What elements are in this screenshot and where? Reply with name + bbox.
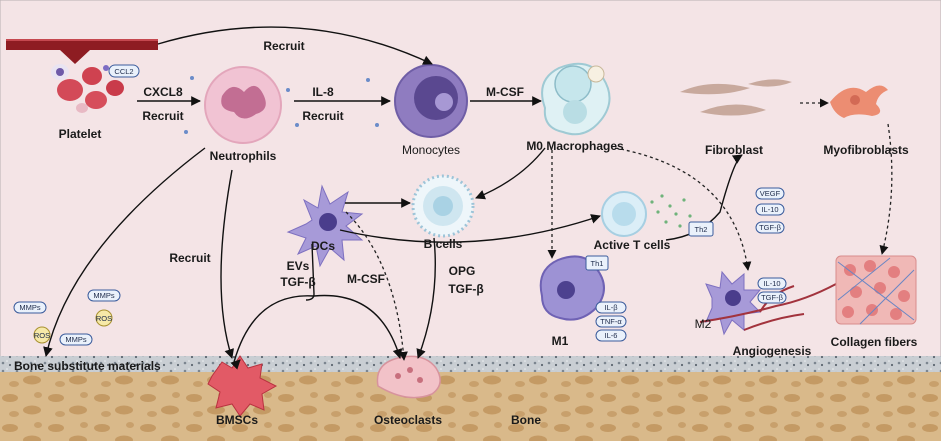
label-fibroblast: Fibroblast	[705, 143, 763, 157]
fib-tgfb-label: TGF-β	[759, 223, 781, 232]
myofibroblast-cell	[830, 85, 888, 118]
blood-vessel	[6, 39, 158, 64]
ros-1-label: ROS	[34, 331, 50, 340]
edge-recruit-il8: Recruit	[302, 109, 343, 123]
label-bmscs: BMSCs	[216, 413, 258, 427]
edge-mcsf-mid: M-CSF	[347, 272, 385, 286]
edge-opg: OPG	[449, 264, 476, 278]
osteoclast-cell	[376, 355, 441, 399]
m2-cytokines: IL-10 TGF-β	[757, 277, 787, 304]
label-bone: Bone	[511, 413, 541, 427]
label-collagen-fibers: Collagen fibers	[831, 335, 918, 349]
mmps-ros-group: MMPs MMPs MMPs ROS ROS	[13, 289, 121, 346]
monocyte-cell	[394, 64, 468, 138]
th2-label: Th2	[695, 225, 708, 234]
edge-il8: IL-8	[312, 85, 334, 99]
edge-recruit-cxcl8: Recruit	[142, 109, 183, 123]
active-t-cell	[601, 191, 692, 237]
pill-ccl2: CCL2	[108, 64, 140, 78]
m2-il10-label: IL-10	[763, 279, 780, 288]
fibroblast-cells	[680, 79, 792, 116]
edge-recruit-left: Recruit	[169, 251, 210, 265]
fib-vegf-label: VEGF	[760, 189, 781, 198]
arrows	[43, 26, 893, 370]
ccl2-label: CCL2	[114, 67, 133, 76]
label-m1: M1	[552, 334, 569, 348]
m1-il6-label: IL-6	[605, 331, 618, 340]
m2-tgfb-label: TGF-β	[761, 293, 783, 302]
dendritic-cell	[286, 184, 364, 268]
ros-2-label: ROS	[96, 314, 112, 323]
edge-recruit-top: Recruit	[263, 39, 304, 53]
bone-layer	[0, 372, 941, 441]
m1-cytokines: IL-β TNF-α IL-6	[595, 301, 627, 342]
label-platelet: Platelet	[59, 127, 102, 141]
pill-th1: Th1	[585, 255, 609, 271]
mmps-3-label: MMPs	[65, 335, 86, 344]
edge-cxcl8: CXCL8	[143, 85, 183, 99]
th1-label: Th1	[591, 259, 604, 268]
label-dcs: DCs	[311, 239, 335, 253]
m1-tnfa-label: TNF-α	[600, 317, 622, 326]
label-neutrophils: Neutrophils	[210, 149, 277, 163]
pill-th2: Th2	[688, 221, 714, 237]
label-b-cells: B cells	[424, 237, 463, 251]
label-active-t-cells: Active T cells	[594, 238, 671, 252]
mmps-2-label: MMPs	[93, 291, 114, 300]
label-myofibroblasts: Myofibroblasts	[823, 143, 909, 157]
edge-tgfb-evs: TGF-β	[280, 275, 315, 289]
m0-macrophage-cell	[541, 62, 611, 136]
label-bone-substitute-materials: Bone substitute materials	[14, 359, 161, 373]
b-cell	[411, 174, 475, 238]
label-monocytes: Monocytes	[402, 143, 460, 157]
fibroblast-cytokines: VEGF IL-10 TGF-β	[755, 187, 785, 234]
label-angiogenesis: Angiogenesis	[733, 344, 812, 358]
neutrophil-cell	[204, 66, 282, 144]
m1-il1b-label: IL-β	[604, 303, 618, 312]
label-m0-macrophages: M0 Macrophages	[526, 139, 624, 153]
label-m2: M2	[695, 317, 712, 331]
mmps-1-label: MMPs	[19, 303, 40, 312]
label-osteoclasts: Osteoclasts	[374, 413, 442, 427]
edge-tgfb-opg: TGF-β	[448, 282, 483, 296]
edge-evs: EVs	[287, 259, 310, 273]
fib-il10-label: IL-10	[761, 205, 778, 214]
chemokine-dots	[184, 76, 379, 134]
collagen-fibers-tissue	[835, 255, 917, 325]
m1-macrophage-cell	[539, 255, 605, 321]
edge-mcsf-top: M-CSF	[486, 85, 524, 99]
